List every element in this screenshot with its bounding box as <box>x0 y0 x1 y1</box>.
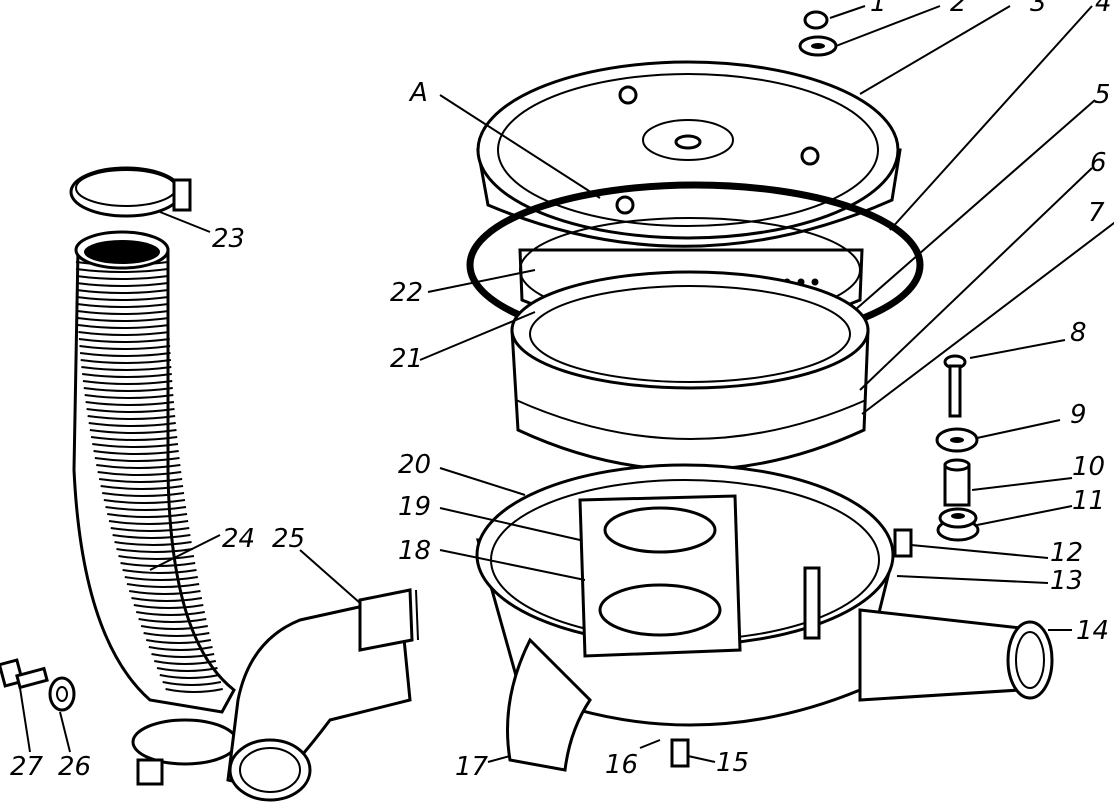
callout-25: 25 <box>272 524 306 554</box>
callout-8: 8 <box>1070 318 1087 348</box>
callout-14: 14 <box>1076 616 1110 646</box>
washer-2 <box>798 35 838 57</box>
callout-18: 18 <box>398 536 432 566</box>
callout-15: 15 <box>716 748 750 778</box>
nut-1 <box>803 10 829 30</box>
callout-5: 5 <box>1094 80 1111 110</box>
intake-elbow <box>226 588 419 802</box>
callout-20: 20 <box>398 450 432 480</box>
callout-22: 22 <box>390 278 424 308</box>
bolt-8 <box>943 354 967 418</box>
callout-3: 3 <box>1030 0 1047 18</box>
leader-lines <box>19 5 1114 763</box>
callout-19: 19 <box>398 492 432 522</box>
bolt-27 <box>0 658 49 690</box>
callout-23: 23 <box>212 224 246 254</box>
callout-13: 13 <box>1050 566 1084 596</box>
callout-16: 16 <box>605 750 639 780</box>
corrugated-hose <box>72 230 236 714</box>
callout-12: 12 <box>1050 538 1084 568</box>
callout-10: 10 <box>1072 452 1106 482</box>
washer-26 <box>48 676 76 712</box>
callout-7: 7 <box>1088 198 1105 228</box>
hose-clamp-bottom <box>131 718 239 786</box>
callout-17: 17 <box>455 752 489 782</box>
callout-2: 2 <box>950 0 967 18</box>
callout-1: 1 <box>870 0 887 18</box>
callout-4: 4 <box>1095 0 1112 18</box>
callout-24: 24 <box>222 524 256 554</box>
filter-housing-ring <box>510 270 870 472</box>
hose-clamp-top <box>69 166 192 218</box>
grommet-11 <box>936 507 980 542</box>
callout-21: 21 <box>390 344 424 374</box>
callout-27: 27 <box>10 752 44 782</box>
callout-6: 6 <box>1090 148 1107 178</box>
spacer-10 <box>943 458 971 507</box>
callout-9: 9 <box>1070 400 1087 430</box>
callout-11: 11 <box>1072 486 1106 516</box>
callout-A: A <box>410 78 428 108</box>
washer-9 <box>935 427 979 453</box>
callout-26: 26 <box>58 752 92 782</box>
gasket-plate <box>578 494 742 658</box>
